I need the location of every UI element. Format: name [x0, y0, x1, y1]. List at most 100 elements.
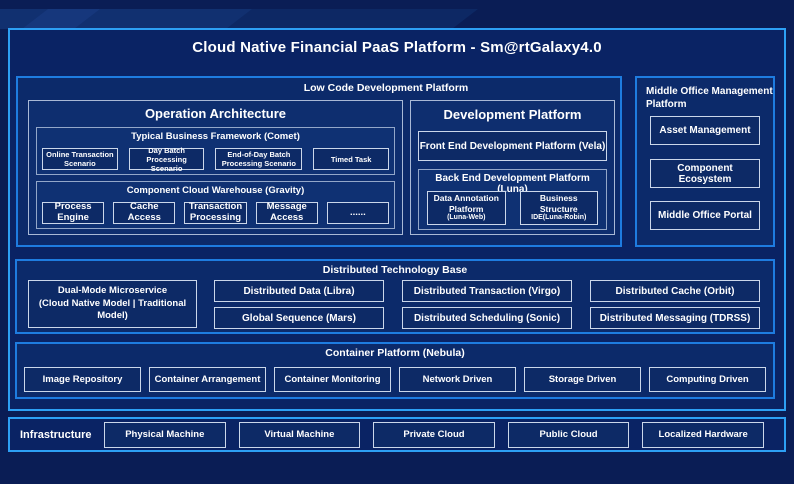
item-data-annotation-platform: Data Annotation Platform (Luna-Web) — [427, 191, 506, 225]
item-front-end-platform-vela: Front End Development Platform (Vela) — [418, 131, 607, 161]
infrastructure-label: Infrastructure — [20, 428, 92, 441]
operation-architecture-title: Operation Architecture — [144, 106, 287, 121]
item-network-driven: Network Driven — [399, 367, 516, 392]
item-business-structure-ide: Business Structure IDE(Luna-Robin) — [519, 191, 598, 225]
label-line: Container Monitoring — [284, 374, 381, 385]
diagonal-accent-band — [22, 9, 100, 29]
distributed-section-title: Distributed Technology Base — [322, 264, 468, 276]
middle-office-section-title: Middle Office Management Platform — [646, 85, 773, 111]
item-dual-mode-microservice: Dual-Mode Microservice (Cloud Native Mod… — [28, 280, 197, 328]
gravity-warehouse-panel: Component Cloud Warehouse (Gravity) Proc… — [36, 181, 395, 229]
item-day-batch-processing-scenario: Day Batch Processing Scenario — [128, 145, 205, 173]
label-line: Platform — [449, 203, 484, 214]
label-line: Message — [266, 201, 307, 213]
item-asset-management: Asset Management — [650, 116, 760, 145]
label-line: Public Cloud — [539, 429, 598, 440]
item-online-transaction-scenario: Online Transaction Scenario — [42, 148, 118, 170]
distributed-column: Distributed Cache (Orbit) Distributed Me… — [590, 280, 760, 334]
label-line: Scenario — [150, 163, 183, 173]
comet-framework-panel: Typical Business Framework (Comet) Onlin… — [36, 127, 395, 175]
item-distributed-cache-orbit: Distributed Cache (Orbit) — [590, 280, 760, 302]
comet-panel-title: Typical Business Framework (Comet) — [131, 131, 300, 142]
item-localized-hardware: Localized Hardware — [642, 421, 764, 448]
label-line: (Cloud Native Model | Traditional — [38, 297, 187, 309]
label-line: Platform — [646, 99, 687, 110]
item-distributed-scheduling-sonic: Distributed Scheduling (Sonic) — [402, 307, 572, 329]
container-items-row: Image Repository Container Arrangement C… — [24, 367, 766, 392]
distributed-column: Distributed Transaction (Virgo) Distribu… — [402, 280, 572, 334]
item-private-cloud: Private Cloud — [373, 421, 495, 448]
operation-architecture-panel: Operation Architecture Typical Business … — [28, 100, 403, 235]
label-line: Localized Hardware — [658, 429, 748, 440]
label-line: Business — [539, 193, 578, 203]
page-title: Cloud Native Financial PaaS Platform - S… — [192, 39, 602, 56]
label-line: Structure — [539, 203, 578, 214]
label-line: Global Sequence (Mars) — [242, 312, 356, 324]
label-line: Process — [54, 201, 92, 213]
distributed-technology-section: Distributed Technology Base Dual-Mode Mi… — [15, 259, 775, 334]
container-section-title: Container Platform (Nebula) — [325, 347, 465, 359]
gravity-items-row: Process Engine Cache Access Transaction … — [42, 201, 390, 224]
label-line: Storage Driven — [548, 374, 617, 385]
item-distributed-messaging-tdrss: Distributed Messaging (TDRSS) — [590, 307, 760, 329]
item-storage-driven: Storage Driven — [524, 367, 641, 392]
label-line: Private Cloud — [403, 429, 465, 440]
label-line: Container Arrangement — [154, 374, 261, 385]
back-end-platform-panel: Back End Development Platform (Luna) Dat… — [418, 169, 607, 230]
infrastructure-section: Infrastructure Physical Machine Virtual … — [8, 417, 786, 452]
item-global-sequence-mars: Global Sequence (Mars) — [214, 307, 384, 329]
item-more-ellipsis: ...... — [326, 202, 390, 224]
label-line: Data Annotation — [433, 193, 499, 203]
item-middle-office-portal: Middle Office Portal — [650, 201, 760, 230]
label-line: Distributed Data (Libra) — [243, 285, 355, 297]
item-message-access: Message Access — [255, 201, 318, 224]
infrastructure-items-row: Physical Machine Virtual Machine Private… — [104, 421, 764, 448]
label-line: Transaction — [188, 201, 243, 213]
label-line: Model) — [97, 310, 128, 322]
low-code-section-title: Low Code Development Platform — [303, 82, 469, 94]
distributed-column: Distributed Data (Libra) Global Sequence… — [214, 280, 384, 334]
label-line: Middle Office Management — [646, 86, 773, 97]
item-process-engine: Process Engine — [42, 201, 105, 224]
main-platform-panel: Cloud Native Financial PaaS Platform - S… — [8, 28, 786, 411]
item-distributed-transaction-virgo: Distributed Transaction (Virgo) — [402, 280, 572, 302]
label-line: ...... — [349, 206, 366, 218]
item-end-of-day-batch-processing-scenario: End-of-Day Batch Processing Scenario — [215, 148, 303, 170]
label-line: Online Transaction — [46, 150, 114, 159]
item-timed-task: Timed Task — [313, 148, 389, 170]
label-line: Computing Driven — [666, 374, 749, 385]
back-end-panel-title: Back End Development Platform (Luna) — [435, 173, 590, 195]
label-line: (Luna-Web) — [447, 214, 486, 222]
item-cache-access: Cache Access — [113, 201, 176, 224]
item-public-cloud: Public Cloud — [507, 421, 630, 448]
item-distributed-data-libra: Distributed Data (Libra) — [214, 280, 384, 302]
container-platform-section: Container Platform (Nebula) Image Reposi… — [15, 342, 775, 399]
middle-office-section: Middle Office Management Platform Asset … — [635, 76, 775, 247]
label-line: End-of-Day Batch — [227, 150, 291, 159]
label-line: Component Ecosystem — [677, 162, 733, 185]
label-line: Day Batch Processing — [146, 145, 187, 164]
label-line: Image Repository — [42, 374, 123, 385]
label-line: Processing — [189, 212, 242, 223]
item-component-ecosystem: Component Ecosystem — [650, 159, 760, 188]
development-platform-panel: Development Platform Front End Developme… — [410, 100, 615, 235]
item-container-monitoring: Container Monitoring — [274, 367, 391, 392]
label-line: Middle Office Portal — [658, 210, 752, 221]
label-line: Distributed Messaging (TDRSS) — [599, 312, 751, 324]
label-line: Scenario — [64, 159, 96, 168]
label-line: Timed Task — [330, 154, 372, 164]
item-container-arrangement: Container Arrangement — [149, 367, 266, 392]
label-line: Network Driven — [422, 374, 493, 385]
item-physical-machine: Physical Machine — [104, 421, 226, 448]
label-line: Physical Machine — [125, 429, 205, 440]
label-line: Distributed Transaction (Virgo) — [413, 285, 561, 297]
label-line: Distributed Cache (Orbit) — [615, 285, 735, 297]
label-line: Processing Scenario — [221, 159, 296, 168]
development-platform-title: Development Platform — [443, 107, 582, 122]
label-line: Engine — [57, 212, 89, 223]
label-line: Dual-Mode Microservice — [57, 284, 168, 296]
label-line: Access — [270, 212, 304, 223]
gravity-panel-title: Component Cloud Warehouse (Gravity) — [126, 185, 305, 196]
low-code-platform-section: Low Code Development Platform Operation … — [16, 76, 622, 247]
